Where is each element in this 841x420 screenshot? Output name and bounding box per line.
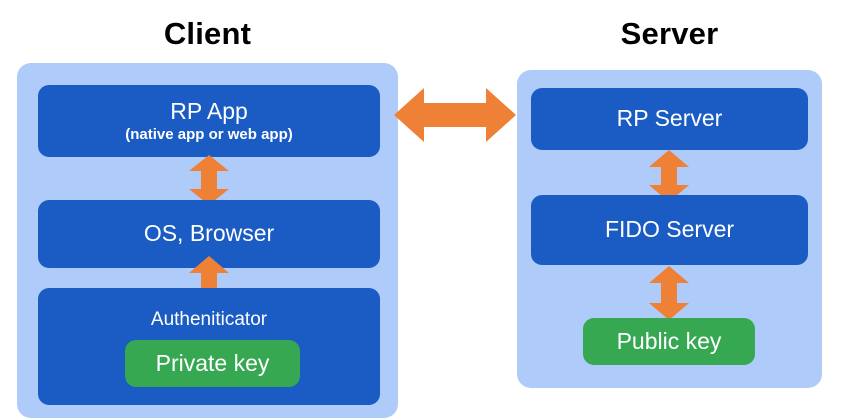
client-private-key-pill[interactable]: Private key — [125, 340, 300, 387]
client-box-rp-app[interactable]: RP App (native app or web app) — [38, 85, 380, 157]
client-box-authenticator-title: Autheniticator — [150, 309, 268, 330]
server-public-key-pill[interactable]: Public key — [583, 318, 755, 365]
server-box-rp-server-title: RP Server — [616, 105, 723, 132]
arrow-client-rpapp-to-os-icon — [189, 155, 229, 205]
arrow-server-fidoserver-to-publickey-icon — [649, 266, 689, 320]
server-heading: Server — [620, 16, 719, 51]
client-box-rp-app-title: RP App — [170, 98, 248, 125]
server-box-fido-server[interactable]: FIDO Server — [531, 195, 808, 265]
arrow-client-to-server-icon — [394, 88, 516, 142]
server-box-fido-server-title: FIDO Server — [604, 216, 735, 243]
client-box-rp-app-subtitle: (native app or web app) — [125, 125, 293, 143]
client-box-os-browser-title: OS, Browser — [143, 220, 275, 247]
server-public-key-label: Public key — [616, 328, 722, 354]
client-heading: Client — [163, 16, 252, 51]
arrow-server-rpserver-to-fidoserver-icon — [649, 150, 689, 202]
server-box-rp-server[interactable]: RP Server — [531, 88, 808, 150]
client-private-key-label: Private key — [155, 350, 270, 376]
